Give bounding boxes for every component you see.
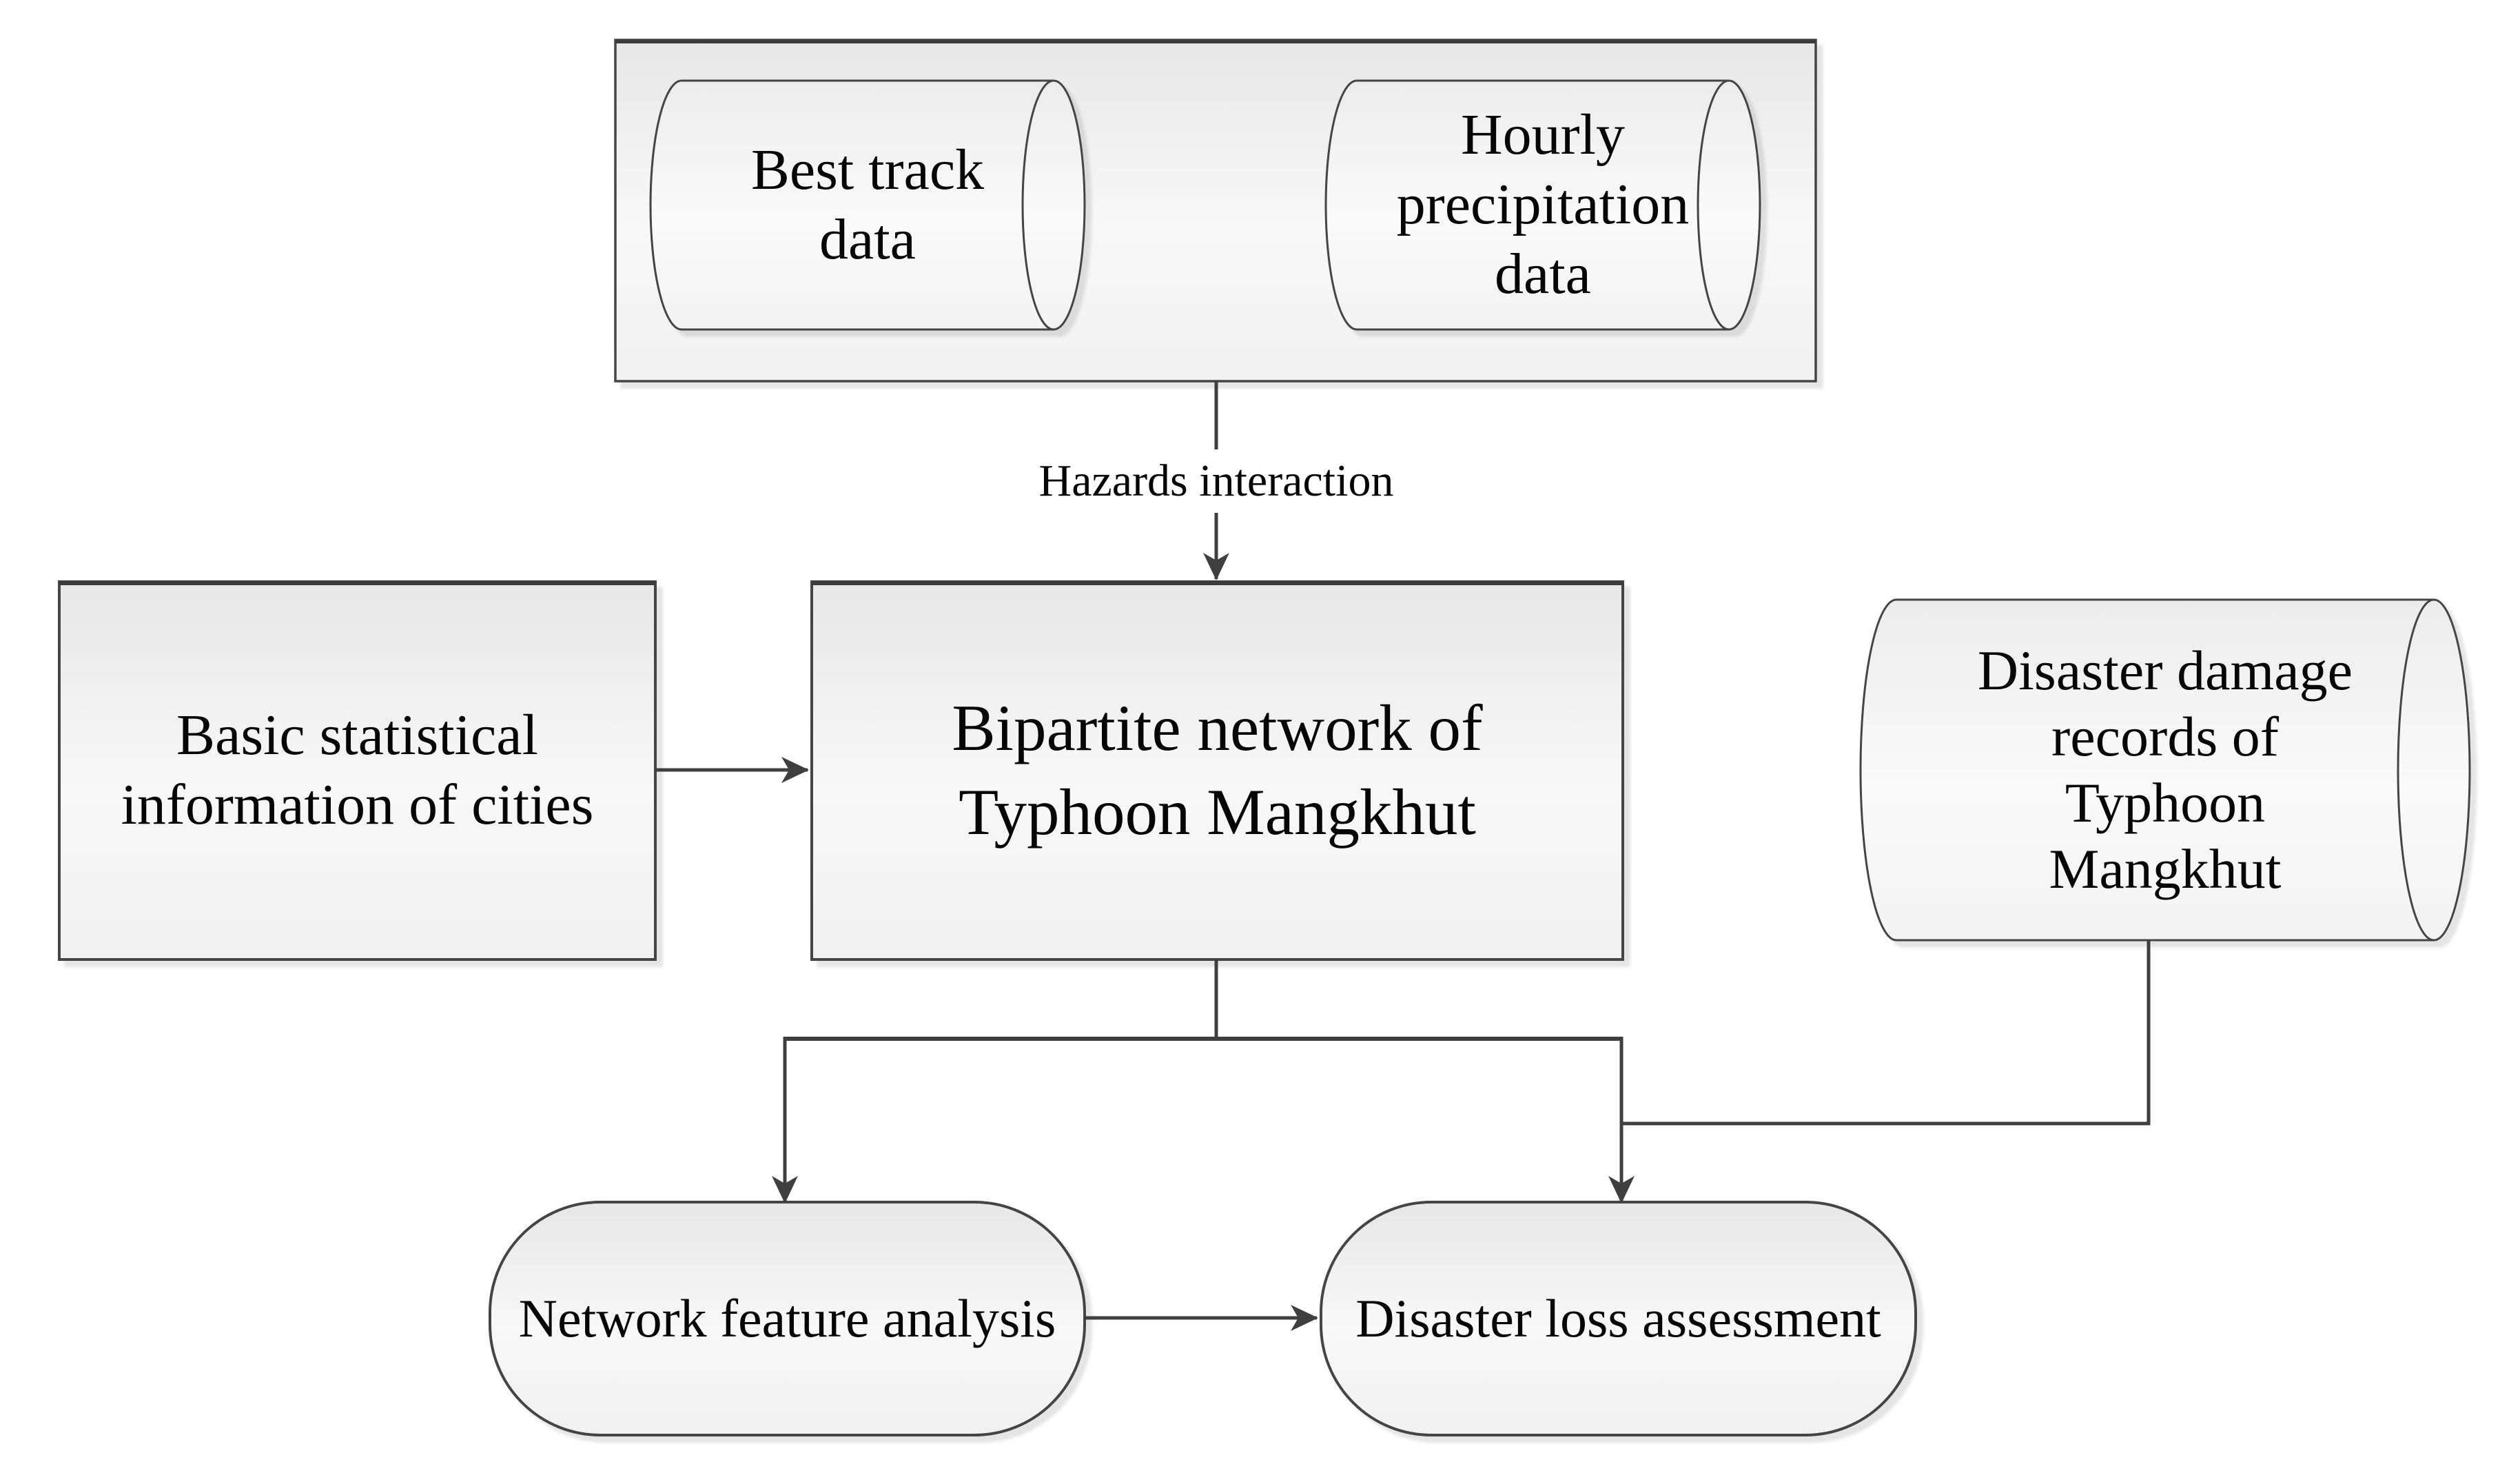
best-track-cylinder <box>649 79 1086 331</box>
best-track-cylinder-rim <box>1021 79 1054 331</box>
bipartite-network-box <box>810 580 1624 961</box>
network-feature-terminator <box>489 1201 1086 1436</box>
damage-records-cylinder <box>1859 598 2471 942</box>
hazards-interaction-edge-label: Hazards interaction <box>998 449 1435 513</box>
damage-records-cylinder-rim <box>2397 598 2435 942</box>
label-line: Hazards interaction <box>1038 456 1394 506</box>
hourly-precipitation-cylinder <box>1324 79 1761 331</box>
disaster-loss-terminator <box>1320 1201 1917 1436</box>
records-to-loss-connector <box>1621 940 2151 1126</box>
hourly-precipitation-cylinder-rim <box>1697 79 1730 331</box>
basic-statistics-box <box>58 580 657 961</box>
